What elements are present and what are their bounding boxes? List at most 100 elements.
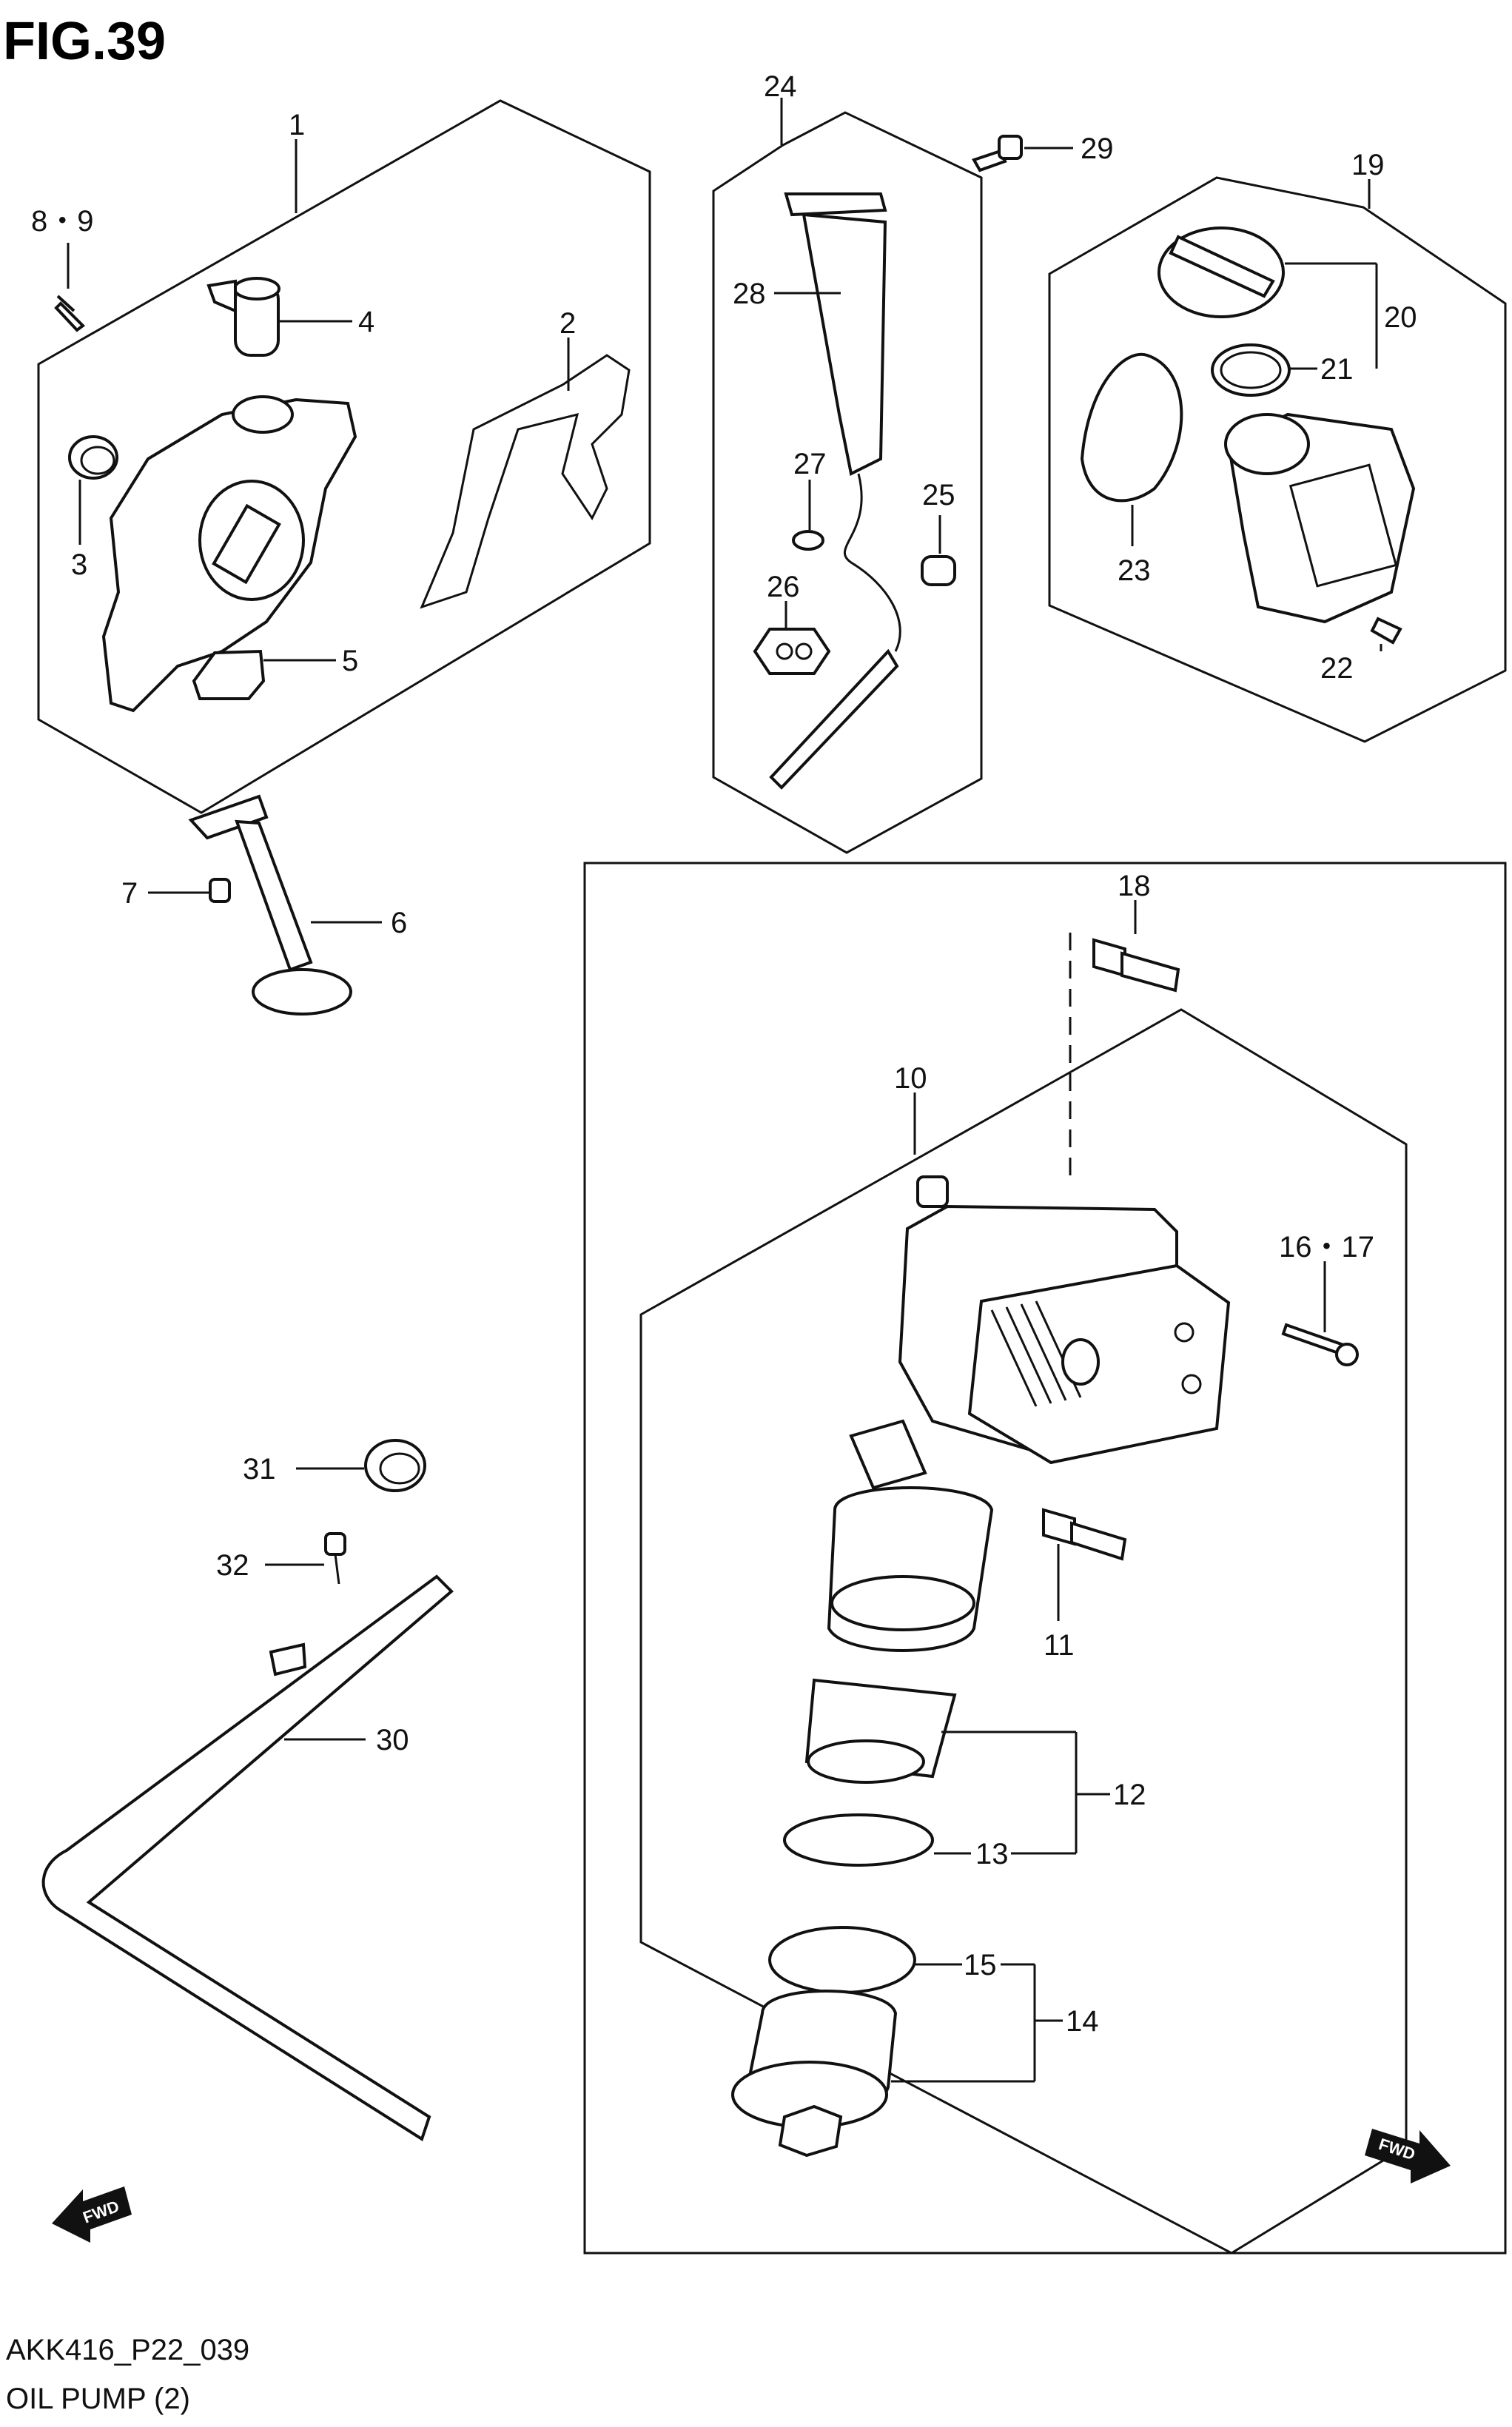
oil-filler-cap-grip <box>1169 235 1275 298</box>
bolt-16-17-head <box>1335 1343 1359 1366</box>
o-ring-15 <box>768 1926 916 1994</box>
pipe-bracket <box>269 1642 307 1676</box>
callout-4: 4 <box>358 306 374 338</box>
relief-valve-4-bracket <box>206 279 237 314</box>
callout-8-9: 8・9 <box>31 205 94 238</box>
figure-title: FIG.39 <box>3 12 166 71</box>
filter-housing-neck <box>849 1419 927 1490</box>
callout-19: 19 <box>1351 149 1385 181</box>
callout-1: 1 <box>289 109 305 141</box>
callout-2: 2 <box>560 307 576 340</box>
group-outline-dipstick <box>712 111 983 854</box>
callout-22: 22 <box>1320 652 1354 685</box>
callout-21: 21 <box>1320 353 1354 386</box>
group-dipstick: 24 28 27 25 26 <box>712 70 983 854</box>
oil-pressure-switch-18 <box>1092 938 1126 978</box>
dipstick-handle <box>784 192 887 217</box>
bolt-8-9 <box>54 295 86 332</box>
callout-20: 20 <box>1384 301 1417 334</box>
cooler-outlet <box>1061 1338 1100 1386</box>
bolt-32-shank <box>334 1554 340 1585</box>
cooler-port-a <box>1174 1322 1195 1343</box>
group-oil-pump: 1 8・9 4 2 3 5 <box>31 99 651 814</box>
oil-gauge-pipe-30 <box>41 1574 454 2142</box>
relief-valve-4-top <box>233 277 280 301</box>
pump-outlet-port <box>232 395 294 434</box>
group-outline-oil-pump <box>37 99 651 814</box>
footer-code: AKK416_P22_039 <box>6 2334 249 2366</box>
seal-25 <box>921 555 956 586</box>
group-bolt-29: 29 <box>972 132 1114 172</box>
dipstick-guide-28 <box>802 212 887 476</box>
bolt-22 <box>1370 617 1402 645</box>
pump-shaft <box>212 503 281 585</box>
callout-28: 28 <box>733 278 766 310</box>
fwd-arrow-right-icon <box>1365 2129 1451 2183</box>
callout-16-17: 16・17 <box>1279 1231 1374 1263</box>
o-ring-13 <box>783 1813 934 1867</box>
group-oil-filler: 19 20 21 23 22 <box>1048 149 1507 743</box>
fwd-arrow-left-icon <box>52 2186 132 2243</box>
group-outline-oil-filler <box>1048 176 1507 743</box>
cap-seal-21-inner <box>1220 351 1282 389</box>
callout-11: 11 <box>1044 1629 1075 1662</box>
callout-18: 18 <box>1118 870 1151 902</box>
gasket-2 <box>420 354 631 609</box>
group-oil-cooler: 18 10 16・17 11 12 13 15 14 FWD <box>583 862 1507 2255</box>
bolt-29-head <box>998 135 1023 160</box>
oil-pressure-switch-18-tip <box>1120 951 1180 993</box>
footer-caption: OIL PUMP (2) <box>6 2383 190 2415</box>
seal-31 <box>364 1439 426 1492</box>
callout-31: 31 <box>243 1453 276 1486</box>
strainer-screen <box>252 968 352 1016</box>
bolt-29-shank <box>972 149 1007 172</box>
o-ring-27 <box>792 530 824 551</box>
housing-stud <box>916 1175 949 1208</box>
oil-seal-3 <box>68 435 118 480</box>
callout-10: 10 <box>894 1062 927 1095</box>
oil-filter-cap-14-hex <box>778 2104 843 2158</box>
gasket-23 <box>1080 352 1183 503</box>
callout-3: 3 <box>71 548 87 581</box>
o-ring-kit-26-a <box>776 642 793 660</box>
group-oil-strainer: 7 6 <box>121 794 407 1016</box>
strainer-flange <box>188 794 269 840</box>
fwd-arrow-left: FWD <box>52 2186 132 2243</box>
seal-31-inner <box>379 1452 420 1485</box>
callout-5: 5 <box>342 645 358 677</box>
callout-6: 6 <box>391 907 407 939</box>
breather-mesh <box>1288 463 1398 588</box>
group-outline-oil-cooler-rect <box>583 862 1507 2255</box>
callout-32: 32 <box>216 1549 249 1582</box>
cover-plate-5 <box>192 649 266 700</box>
dipstick-blade <box>769 648 899 790</box>
callout-13: 13 <box>975 1838 1009 1870</box>
cooler-port-b <box>1181 1374 1202 1394</box>
bolt-32-head <box>324 1532 346 1556</box>
oil-temp-sensor-11-tip <box>1070 1521 1127 1561</box>
oil-seal-3-inner <box>80 446 115 475</box>
fwd-arrow-right: FWD <box>1365 2129 1451 2183</box>
callout-14: 14 <box>1066 2005 1099 2038</box>
filler-neck <box>1224 413 1310 475</box>
callout-15: 15 <box>964 1949 997 1981</box>
o-ring-kit-26-b <box>795 642 813 660</box>
callout-26: 26 <box>767 571 800 603</box>
oil-filter-element-12-base <box>807 1739 925 1784</box>
dipstick-tube <box>843 473 901 652</box>
callout-27: 27 <box>793 448 827 480</box>
callout-25: 25 <box>922 479 955 511</box>
oil-cooler-fins <box>990 1300 1082 1407</box>
bolt-7 <box>209 878 231 903</box>
callout-23: 23 <box>1118 554 1151 587</box>
callout-12: 12 <box>1113 1779 1146 1811</box>
oil-filter-housing-rim <box>830 1575 975 1631</box>
callout-7: 7 <box>121 877 138 910</box>
callout-29: 29 <box>1081 132 1114 165</box>
oil-temp-sensor-11 <box>1042 1508 1076 1546</box>
group-oil-gauge-pipe: 31 32 30 <box>41 1439 454 2142</box>
callout-24: 24 <box>764 70 797 103</box>
callout-30: 30 <box>376 1724 409 1756</box>
strainer-pipe-6 <box>235 819 313 972</box>
